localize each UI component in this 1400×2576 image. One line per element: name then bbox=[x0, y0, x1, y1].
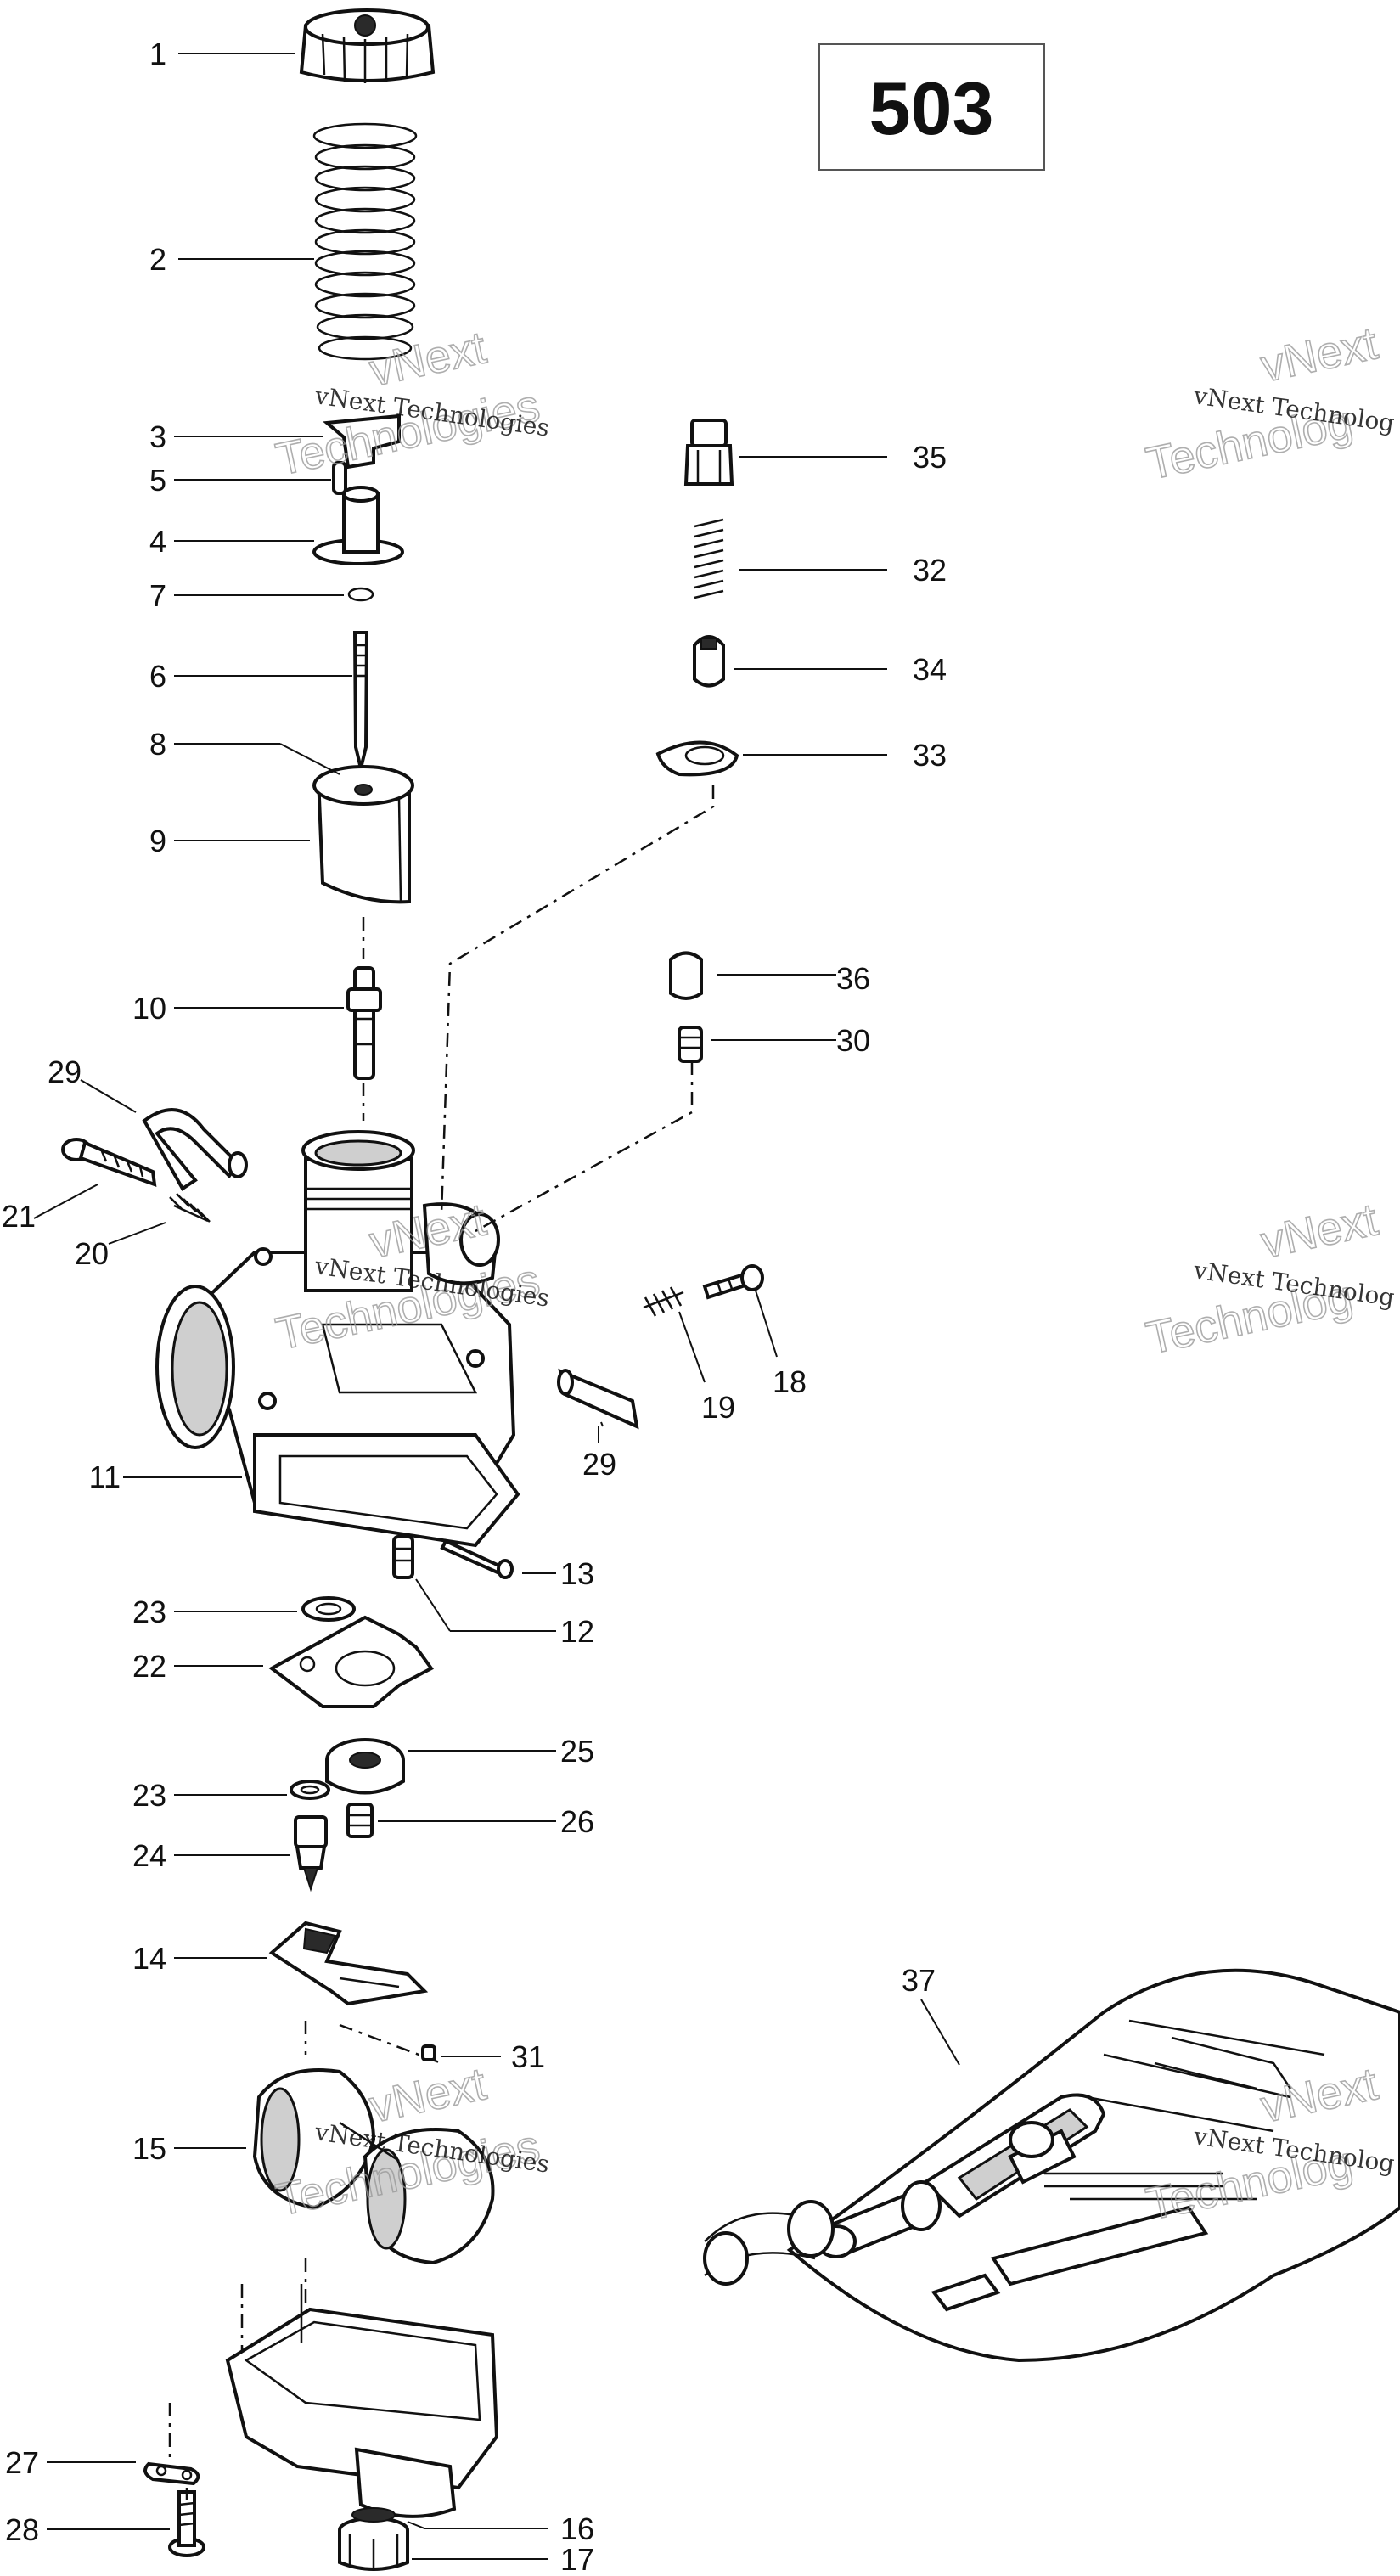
callout-label: 1 bbox=[149, 37, 166, 71]
watermark-2: vNext Technolog vNext Technolog bbox=[1141, 318, 1396, 491]
plate-part-3 bbox=[323, 413, 401, 470]
fitting-part-35 bbox=[683, 419, 734, 486]
holder-part-4 bbox=[312, 486, 404, 565]
washer-part-23-lower bbox=[290, 1780, 330, 1800]
leader-lines bbox=[33, 53, 960, 2560]
callout-label: 23 bbox=[132, 1778, 166, 1813]
callout-label: 5 bbox=[149, 463, 166, 498]
needle-part-6 bbox=[352, 631, 369, 769]
pin-part-31 bbox=[421, 2044, 436, 2061]
cap-part-1 bbox=[299, 8, 436, 83]
part-drawings bbox=[61, 8, 1400, 2571]
callout-label: 3 bbox=[149, 419, 166, 454]
air-jet-part-30 bbox=[678, 1026, 703, 1063]
callout-label: 35 bbox=[913, 440, 947, 475]
plate-part-27 bbox=[143, 2461, 200, 2486]
washer-part-23-upper bbox=[301, 1596, 356, 1622]
hose-part-29-lower bbox=[557, 1368, 639, 1430]
callout-label: 37 bbox=[902, 1963, 936, 1998]
svg-text:vNext: vNext bbox=[1257, 1194, 1382, 1268]
washer-plate-part-33 bbox=[655, 740, 739, 777]
watermark-1: vNext Technologies vNext Technologies bbox=[271, 322, 551, 487]
callout-label: 7 bbox=[149, 578, 166, 613]
screw-part-21 bbox=[61, 1138, 157, 1187]
float-bowl bbox=[225, 2258, 499, 2518]
routing-line-air-jet bbox=[475, 1061, 694, 1233]
diagram-code-box: 503 bbox=[818, 43, 1045, 171]
callout-label: 29 bbox=[582, 1447, 616, 1482]
routing-line-float-air bbox=[440, 785, 715, 1215]
carburetor-body-part-11 bbox=[155, 1130, 520, 1548]
callout-label: 19 bbox=[701, 1390, 735, 1425]
callout-label: 34 bbox=[913, 652, 947, 687]
spring-part-32 bbox=[694, 518, 724, 599]
callout-label: 22 bbox=[132, 1649, 166, 1684]
callout-label: 33 bbox=[913, 738, 947, 773]
callout-label: 36 bbox=[836, 961, 870, 996]
clip-part-7 bbox=[347, 587, 374, 602]
spring-part-2 bbox=[312, 122, 418, 361]
callout-label: 13 bbox=[560, 1556, 594, 1591]
callout-label: 23 bbox=[132, 1595, 166, 1629]
callout-label: 10 bbox=[132, 991, 166, 1026]
callout-label: 16 bbox=[560, 2511, 594, 2546]
screw-part-18 bbox=[702, 1264, 764, 1300]
callout-label: 27 bbox=[5, 2445, 39, 2480]
pin-part-5 bbox=[332, 461, 347, 495]
callout-label: 28 bbox=[5, 2512, 39, 2547]
watermark-4: vNext Technolog vNext Technolog bbox=[1141, 1194, 1396, 1365]
callout-label: 30 bbox=[836, 1023, 870, 1058]
needle-jet-part-10 bbox=[346, 917, 382, 1121]
spring-part-19 bbox=[643, 1286, 684, 1317]
ring-part-25 bbox=[325, 1738, 405, 1795]
float-part-15 bbox=[252, 2068, 495, 2265]
callout-label: 2 bbox=[149, 242, 166, 277]
float-arm-part-14 bbox=[268, 1921, 429, 2006]
jet-part-26 bbox=[346, 1803, 374, 1838]
svg-text:vNext: vNext bbox=[365, 322, 491, 396]
callout-label: 11 bbox=[89, 1460, 121, 1494]
hose-part-29-upper bbox=[142, 1108, 248, 1191]
callout-label: 20 bbox=[75, 1236, 109, 1271]
callout-label: 4 bbox=[149, 524, 166, 559]
needle-valve-part-24 bbox=[294, 1815, 328, 1893]
callout-label: 8 bbox=[149, 727, 166, 762]
callout-label: 29 bbox=[48, 1055, 82, 1089]
watermarks: vNext Technologies vNext Technologies vN… bbox=[271, 318, 1396, 2231]
screw-part-28 bbox=[168, 2403, 205, 2557]
pilot-jet-part-12 bbox=[392, 1535, 414, 1579]
callout-label: 32 bbox=[913, 553, 947, 588]
diagram-code: 503 bbox=[869, 66, 994, 150]
callout-label: 17 bbox=[560, 2542, 594, 2576]
baffle-plate-part-22 bbox=[268, 1615, 434, 1708]
plunger-part-34 bbox=[693, 635, 725, 688]
spring-part-20 bbox=[169, 1193, 211, 1223]
cap-part-36 bbox=[669, 951, 703, 1000]
callout-label: 18 bbox=[773, 1364, 807, 1399]
callout-label: 25 bbox=[560, 1734, 594, 1769]
screw-part-13 bbox=[440, 1538, 514, 1579]
routing-line-float bbox=[304, 2021, 442, 2065]
callout-label: 24 bbox=[132, 1838, 166, 1873]
callout-label: 31 bbox=[511, 2039, 545, 2074]
callout-labels: 1 2 3 5 4 7 6 8 9 10 29 21 20 11 23 22 2… bbox=[2, 37, 947, 2576]
callout-label: 9 bbox=[149, 824, 166, 858]
callout-label: 26 bbox=[560, 1804, 594, 1839]
tool-kit-part-37 bbox=[703, 1968, 1400, 2363]
callout-label: 21 bbox=[2, 1199, 36, 1234]
callout-label: 6 bbox=[149, 659, 166, 694]
callout-label: 14 bbox=[132, 1941, 166, 1976]
callout-label: 15 bbox=[132, 2131, 166, 2166]
svg-text:vNext: vNext bbox=[365, 2058, 491, 2132]
svg-text:vNext: vNext bbox=[1257, 318, 1382, 391]
callout-label: 12 bbox=[560, 1614, 594, 1649]
throttle-valve-part-9 bbox=[312, 765, 414, 904]
plug-part-17 bbox=[338, 2507, 409, 2571]
